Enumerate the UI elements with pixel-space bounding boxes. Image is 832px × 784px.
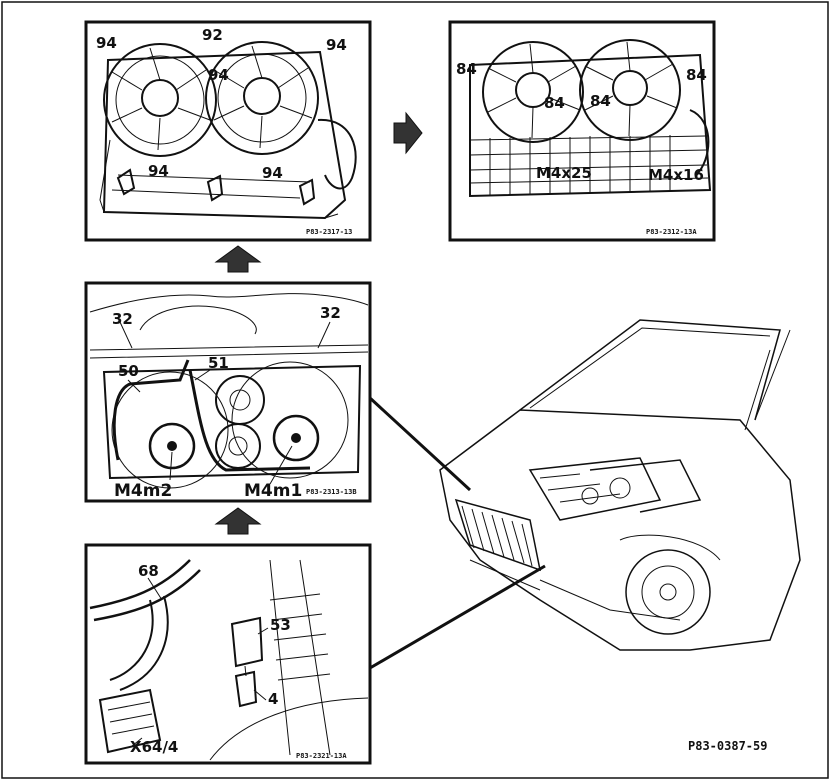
label-4: 4 (268, 690, 278, 708)
arrow-up-icon (214, 507, 262, 535)
panel-fans-removed: 94 92 94 94 94 94 P83-2317-13 (84, 20, 372, 242)
label-53: 53 (270, 616, 291, 634)
pointer-line (369, 564, 546, 670)
arrow-right-icon (393, 111, 423, 155)
label-m4x25: M4x25 (536, 164, 592, 182)
label-84-a: 84 (456, 60, 477, 78)
label-84-c: 84 (544, 94, 565, 112)
panel-connector: 68 53 4 X64/4 P83-2321-13A (84, 543, 372, 765)
label-m4m1: M4m1 (244, 481, 302, 501)
label-92: 92 (202, 26, 223, 44)
label-94-e: 94 (262, 164, 283, 182)
panel-fan-motors: 32 32 50 51 M4m2 M4m1 P83-2313-13B (84, 281, 372, 503)
panel-fans-installed: 84 84 84 84 M4x25 M4x16 P83-2312-13A (448, 20, 716, 242)
label-50: 50 (118, 362, 139, 380)
arrow-up-icon (214, 245, 262, 273)
label-x64-4: X64/4 (130, 738, 178, 756)
label-94-b: 94 (326, 36, 347, 54)
label-m4m2: M4m2 (114, 481, 172, 501)
panel-ref: P83-2313-13B (306, 488, 357, 496)
label-94-d: 94 (148, 162, 169, 180)
document-number: P83-0387-59 (688, 739, 767, 753)
car-illustration (439, 319, 801, 651)
label-68: 68 (138, 562, 159, 580)
label-94-a: 94 (96, 34, 117, 52)
label-84-d: 84 (590, 92, 611, 110)
label-32-b: 32 (320, 304, 341, 322)
panel-ref: P83-2317-13 (306, 228, 352, 236)
label-m4x16: M4x16 (648, 166, 704, 184)
panel-ref: P83-2321-13A (296, 752, 347, 760)
label-32-a: 32 (112, 310, 133, 328)
pointer-line (368, 396, 472, 492)
panel-ref: P83-2312-13A (646, 228, 697, 236)
label-51: 51 (208, 354, 229, 372)
label-94-c: 94 (208, 66, 229, 84)
label-84-b: 84 (686, 66, 707, 84)
